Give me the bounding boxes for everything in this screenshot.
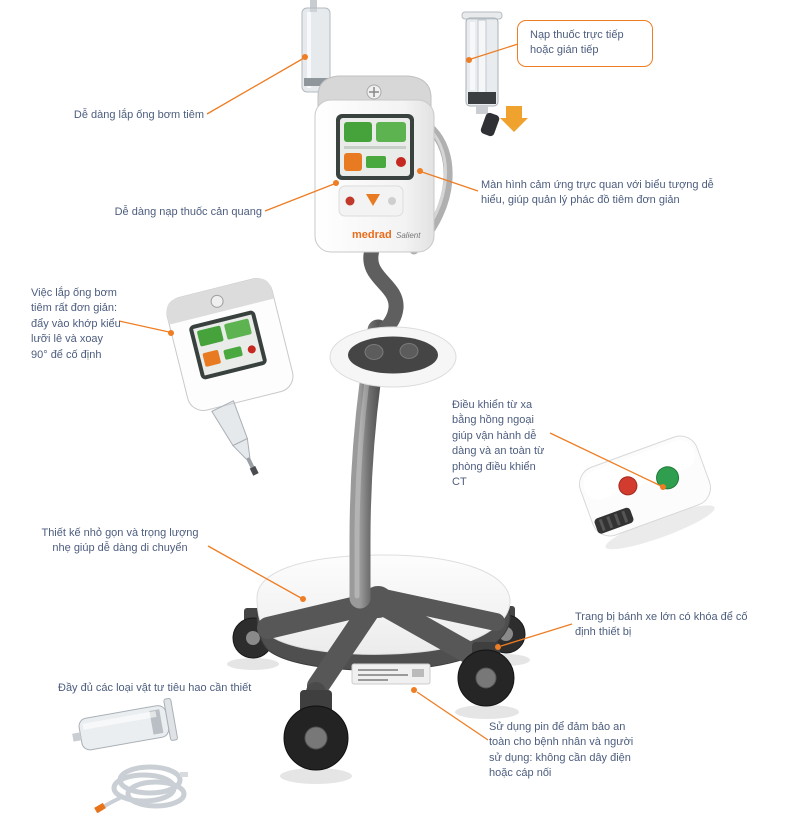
callout-load-contrast: Dễ dàng nạp thuốc cản quang xyxy=(108,205,262,220)
front-wheel-icon xyxy=(283,682,349,771)
control-panel xyxy=(338,185,404,217)
callout-mount-syringe: Dễ dàng lắp ống bơm tiêm xyxy=(58,108,204,123)
callout-compact: Thiết kế nhỏ gọn và trọng lượng nhẹ giúp… xyxy=(34,526,206,557)
ir-window-icon xyxy=(594,507,634,534)
brand-logo-icon xyxy=(210,294,224,308)
callout-bayonet: Việc lắp ống bơm tiêm rất đơn giản: đẩy … xyxy=(31,286,121,363)
callout-consumables-text: Đầy đủ các loại vật tư tiêu hao cần thiế… xyxy=(58,682,252,694)
mounted-syringe xyxy=(301,0,331,93)
callout-wheels-text: Trang bị bánh xe lớn có khóa để cố định … xyxy=(575,611,748,639)
base-label xyxy=(351,663,431,685)
model-text: Salient xyxy=(396,231,421,240)
callout-compact-text: Thiết kế nhỏ gọn và trọng lượng nhẹ giúp… xyxy=(41,527,199,555)
leader-dots xyxy=(168,54,666,693)
injector-head: medrad Salient xyxy=(314,75,435,253)
callout-consumables: Đầy đủ các loại vật tư tiêu hao cần thiế… xyxy=(58,681,278,696)
attached-syringe xyxy=(211,400,259,476)
callout-battery-text: Sử dụng pin để đảm bảo an toàn cho bệnh … xyxy=(489,721,634,780)
down-arrow-icon xyxy=(500,106,528,132)
consumable-supplies xyxy=(72,697,188,814)
callout-mount-syringe-text: Dễ dàng lắp ống bơm tiêm xyxy=(73,109,204,121)
right-wheel-icon xyxy=(457,642,515,707)
red-button-icon xyxy=(345,196,355,206)
callout-remote-text: Điều khiển từ xa bằng hồng ngoại giúp vậ… xyxy=(452,399,545,488)
handheld-unit xyxy=(166,278,294,476)
warning-triangle-icon xyxy=(366,194,380,206)
callout-bayonet-text: Việc lắp ống bơm tiêm rất đơn giản: đẩy … xyxy=(31,287,121,361)
remote-green-button-icon xyxy=(656,466,680,490)
callout-battery: Sử dụng pin để đảm bảo an toàn cho bệnh … xyxy=(489,720,647,782)
callout-remote: Điều khiển từ xa bằng hồng ngoại giúp vậ… xyxy=(452,398,552,490)
remote-red-button-icon xyxy=(618,476,638,496)
coiled-tube xyxy=(94,764,188,814)
brand-text: medrad xyxy=(352,229,392,241)
callout-load-drug-text: Nạp thuốc trực tiếp hoặc gián tiếp xyxy=(530,29,624,57)
leader-lines xyxy=(118,43,662,741)
callout-wheels: Trang bị bánh xe lớn có khóa để cố định … xyxy=(575,610,761,641)
accessory-tray xyxy=(329,326,457,388)
main-injector: medrad Salient xyxy=(227,0,530,784)
callout-load-contrast-text: Dễ dàng nạp thuốc cản quang xyxy=(114,206,262,218)
syringe-detail xyxy=(461,11,528,137)
callout-load-drug: Nạp thuốc trực tiếp hoặc gián tiếp xyxy=(517,20,653,67)
remote-control xyxy=(578,435,715,550)
touchscreen-display xyxy=(336,114,414,180)
callout-touchscreen-text: Màn hình cảm ứng trực quan với biểu tượn… xyxy=(481,179,714,207)
callout-touchscreen: Màn hình cảm ứng trực quan với biểu tượn… xyxy=(481,178,719,209)
